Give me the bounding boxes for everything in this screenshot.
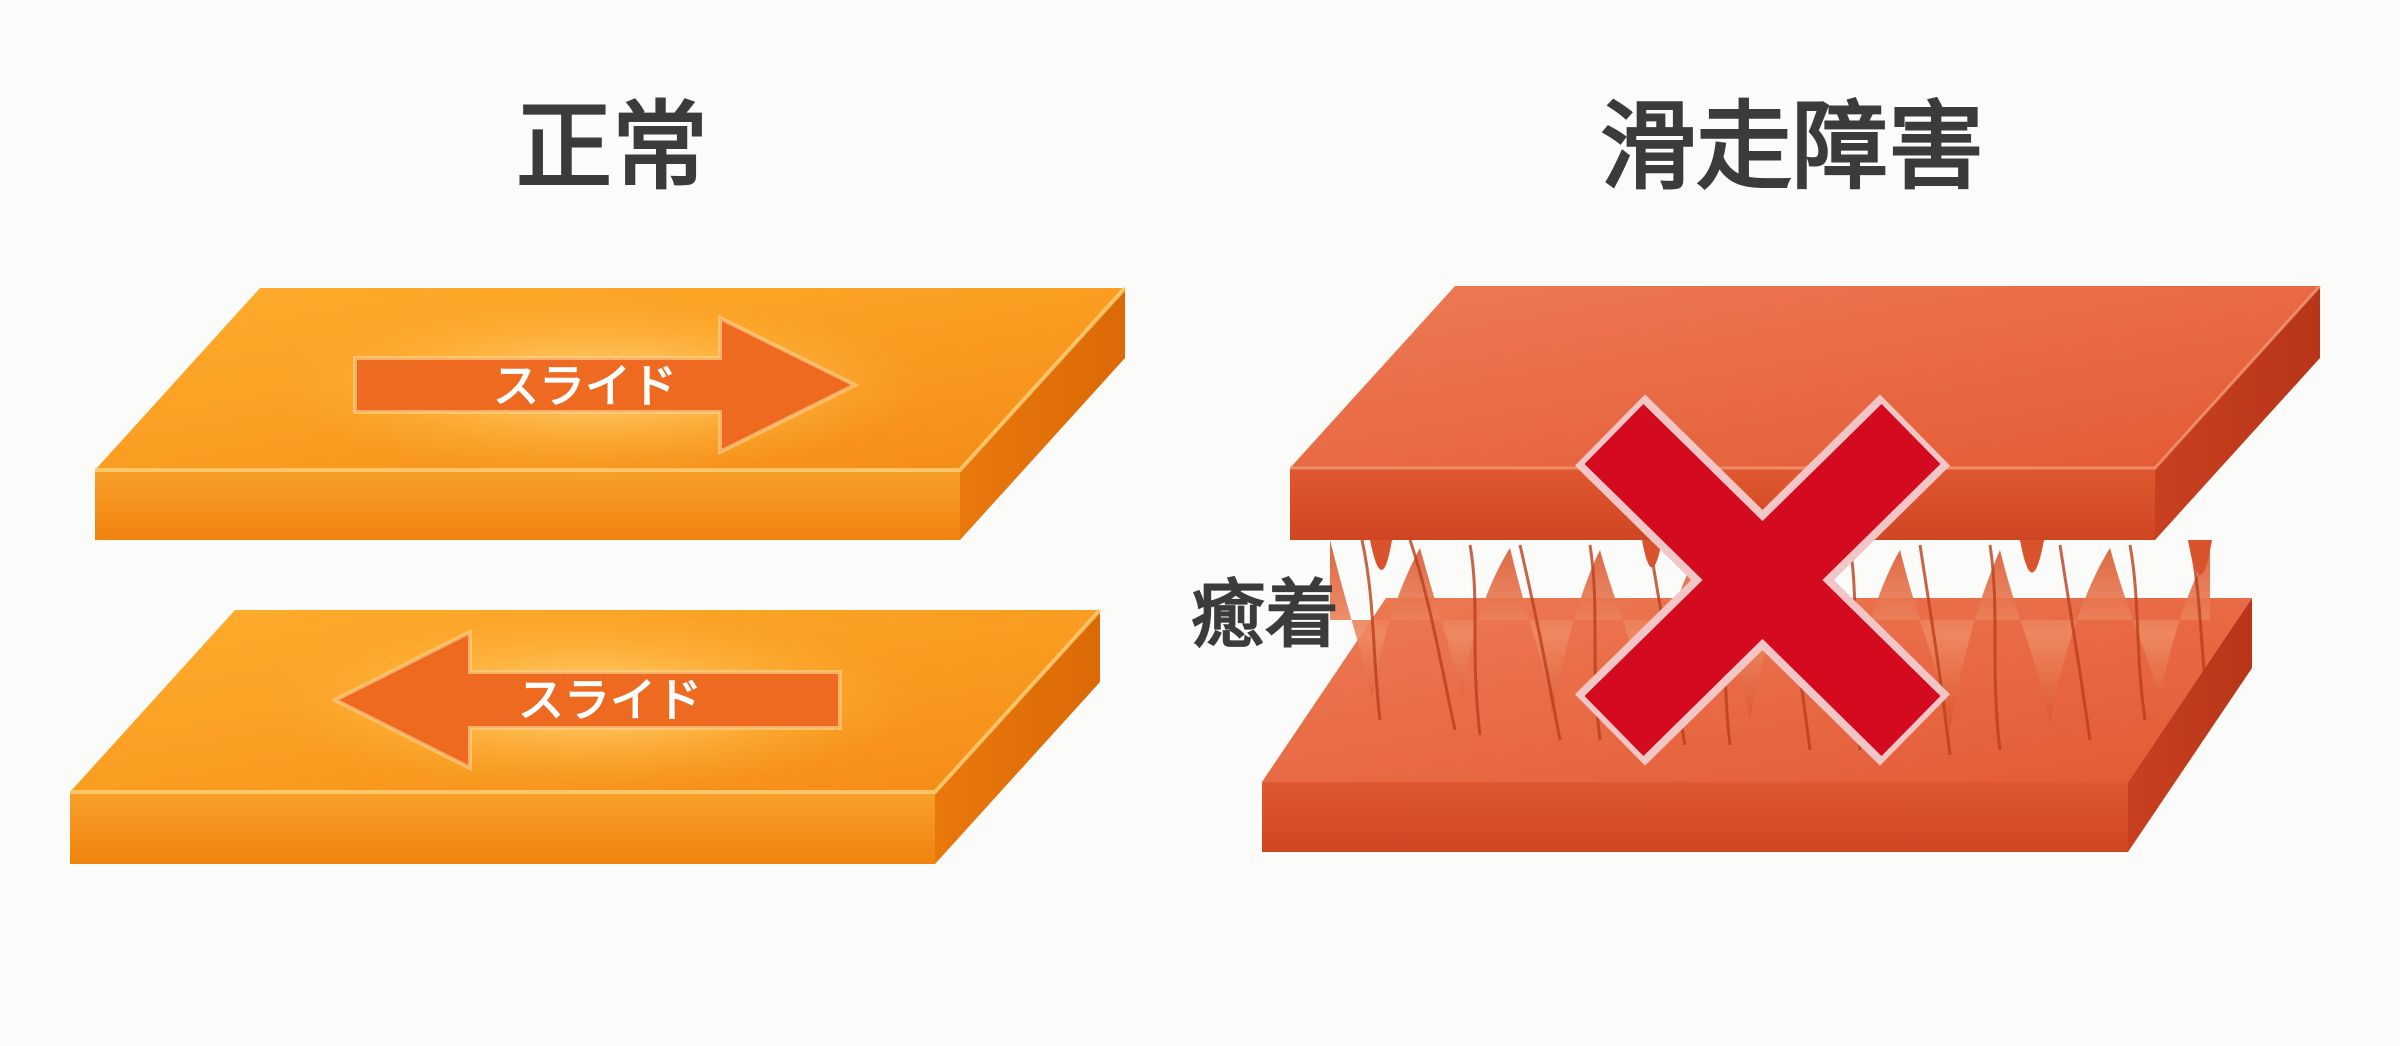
adhesion-drips <box>1370 540 2212 575</box>
normal-top-plate-highlight <box>95 286 1127 472</box>
x-mark-icon <box>1574 394 1951 766</box>
normal-title: 正常 <box>516 91 708 203</box>
normal-bottom-plate-highlight <box>70 608 1102 794</box>
disorder-top-plate-side <box>2155 286 2320 540</box>
disorder-bottom-plate-front <box>1262 782 2128 852</box>
normal-bottom-slide-label: スライド <box>518 673 702 727</box>
disorder-title: 滑走障害 <box>1600 91 1984 203</box>
arrow-right-icon <box>353 314 860 456</box>
normal-top-slide-label: スライド <box>493 359 677 413</box>
normal-bottom-plate: スライド <box>70 608 1102 864</box>
normal-bottom-plate-side <box>935 610 1100 864</box>
disorder-bottom-plate <box>1262 598 2252 852</box>
normal-bottom-plate-front <box>70 792 935 864</box>
adhesion-label: 癒着 <box>1191 572 1339 658</box>
disorder-bottom-plate-surface <box>1262 598 2252 782</box>
disorder-bottom-plate-side <box>2128 598 2252 852</box>
disorder-top-plate-surface <box>1290 286 2320 468</box>
normal-top-plate: スライド <box>95 286 1127 540</box>
normal-top-plate-front <box>95 470 960 540</box>
arrow-left-icon <box>330 628 842 772</box>
normal-top-plate-side <box>960 288 1125 540</box>
